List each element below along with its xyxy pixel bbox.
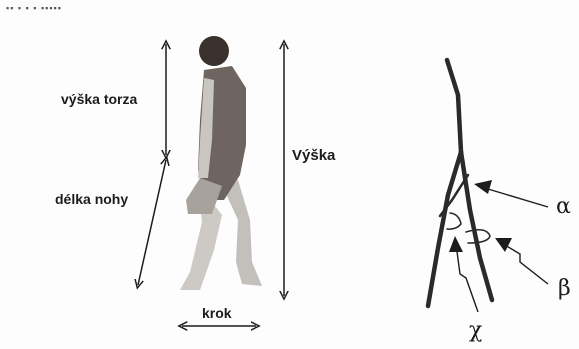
torso-height-label: výška torza <box>61 91 137 107</box>
chi-arrow <box>456 244 478 312</box>
beta-arrow <box>500 242 548 284</box>
chi-symbol: χ <box>469 318 482 343</box>
beta-symbol: β <box>558 276 571 301</box>
step-label: krok <box>202 305 232 321</box>
chi-arrowhead <box>449 236 463 252</box>
leg-length-label: délka nohy <box>55 191 128 207</box>
scan-artifact-text: ▪▪ ▪ ▪ ▪ ▪▪▪▪▪ <box>6 3 62 13</box>
alpha-symbol: α <box>556 194 571 219</box>
height-label: Výška <box>292 147 335 164</box>
front-leg <box>222 180 262 286</box>
beta-arrowhead <box>495 238 512 252</box>
leg-length-arrow <box>138 160 166 285</box>
walking-person-silhouette <box>180 36 262 290</box>
alpha-arrowhead <box>474 180 492 194</box>
head <box>199 36 229 66</box>
